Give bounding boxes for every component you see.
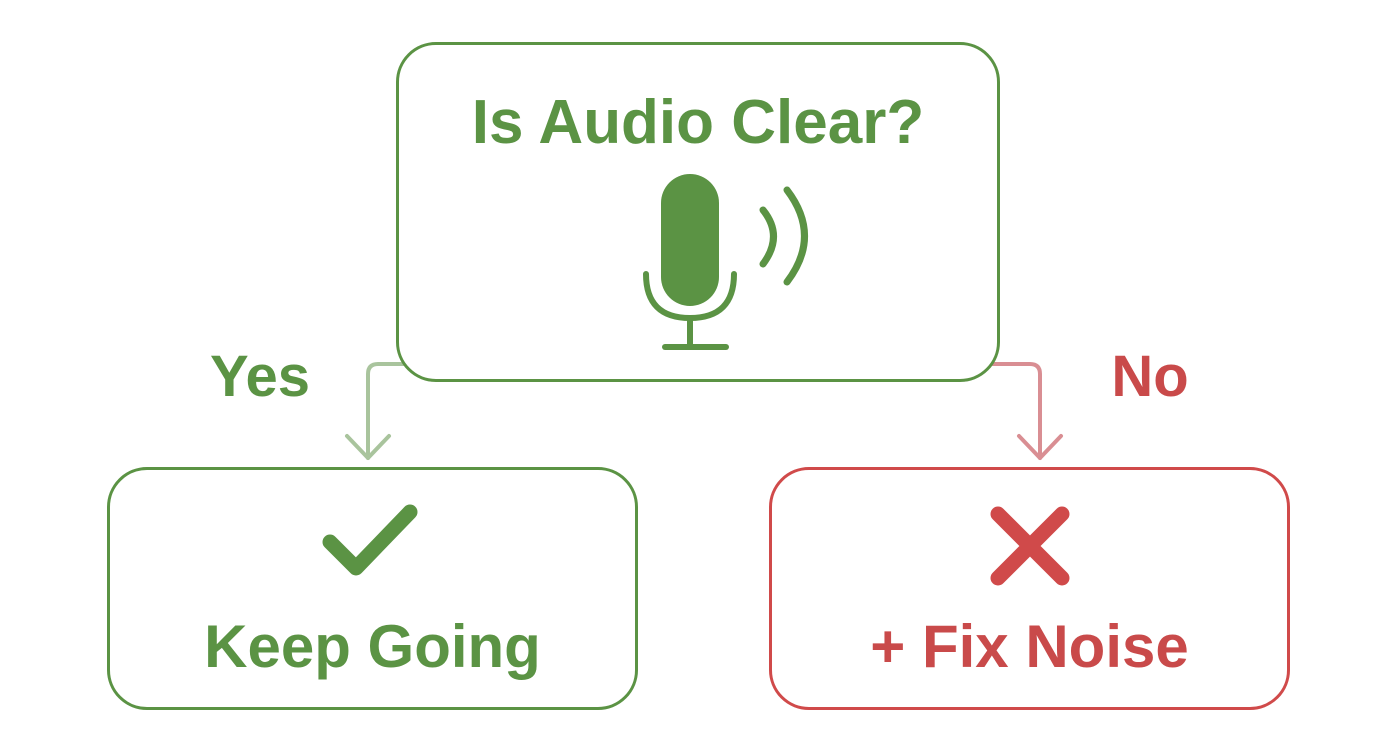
checkmark-icon <box>322 504 418 576</box>
no-connector <box>988 362 1063 460</box>
fix-noise-text: + Fix Noise <box>870 613 1189 680</box>
question-text: Is Audio Clear? <box>471 88 925 157</box>
yes-result-box <box>107 467 638 710</box>
keep-going-text: Keep Going <box>204 613 541 680</box>
x-mark-icon <box>990 506 1070 586</box>
no-label: No <box>1111 344 1189 409</box>
no-result-box <box>769 467 1290 710</box>
yes-connector <box>345 362 408 460</box>
yes-label: Yes <box>210 344 310 409</box>
microphone-sound-icon <box>643 174 808 350</box>
